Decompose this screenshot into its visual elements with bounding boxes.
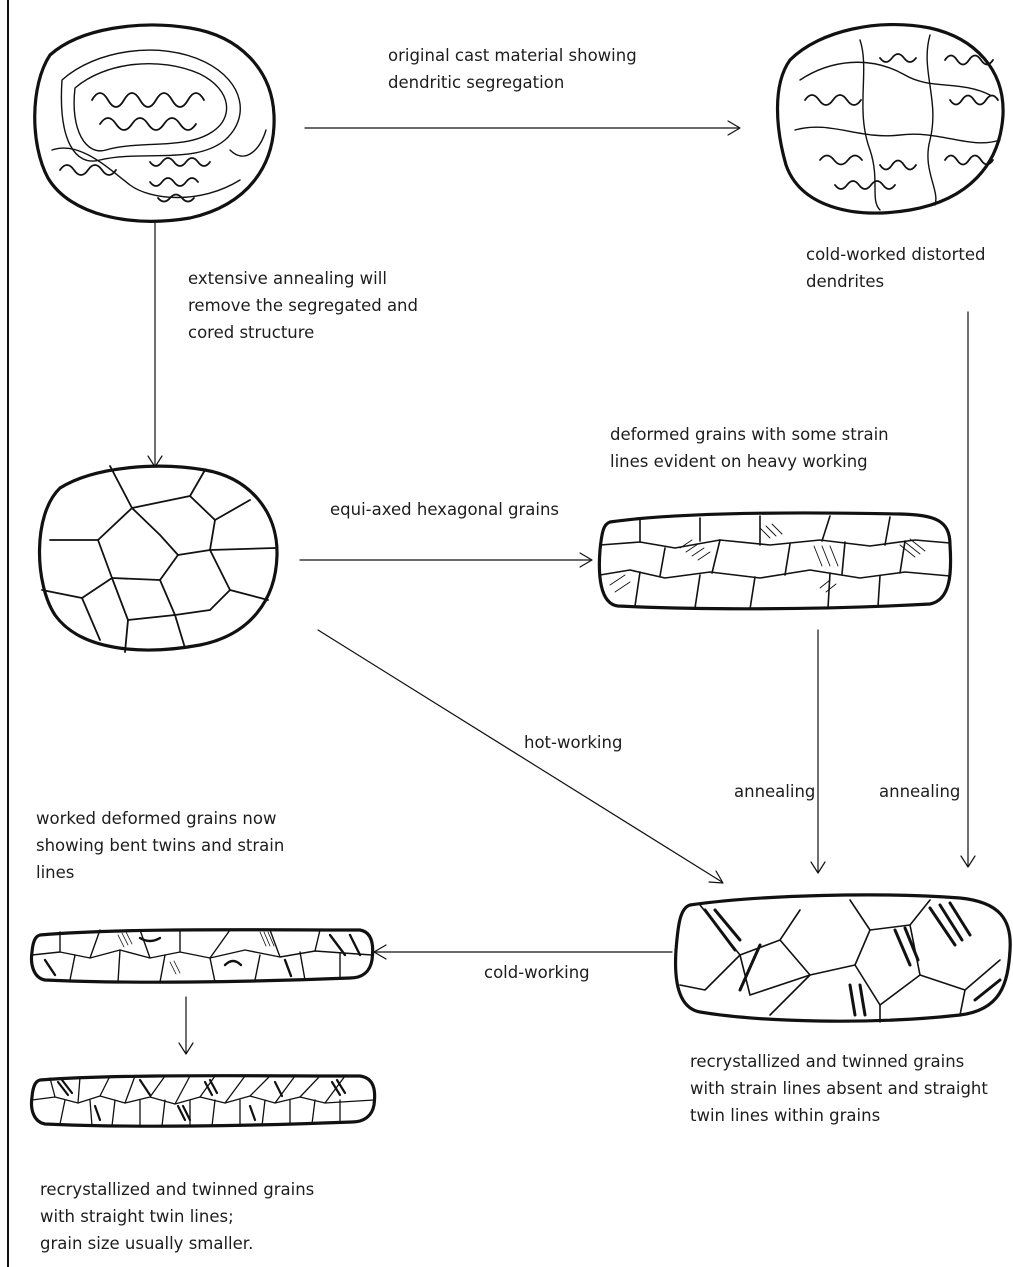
arrow-deformed-to-recryst bbox=[811, 630, 825, 873]
coldworked-caption-line-2: dendrites bbox=[806, 268, 986, 295]
recrystallized-smaller-grains bbox=[32, 1076, 375, 1127]
worked-caption-line-1: worked deformed grains now bbox=[36, 805, 284, 832]
cast-caption-line-1: original cast material showing bbox=[388, 42, 637, 69]
annealing-caption: extensive annealing will remove the segr… bbox=[188, 265, 418, 346]
arrow-hexagonal-to-recryst bbox=[318, 630, 723, 883]
hotworking-caption-text: hot-working bbox=[524, 729, 622, 756]
final-caption-line-1: recrystallized and twinned grains bbox=[40, 1176, 314, 1203]
hexagonal-caption-text: equi-axed hexagonal grains bbox=[330, 496, 559, 523]
arrow-worked-to-final bbox=[179, 997, 193, 1054]
worked-caption-line-2: showing bent twins and strain bbox=[36, 832, 284, 859]
hotworking-caption: hot-working bbox=[524, 729, 622, 756]
coldworked-caption-line-1: cold-worked distorted bbox=[806, 241, 986, 268]
recryst-caption-line-1: recrystallized and twinned grains bbox=[690, 1048, 988, 1075]
annealing-caption-line-3: cored structure bbox=[188, 319, 418, 346]
equiaxed-hexagonal-grains bbox=[39, 466, 277, 652]
recrystallized-twinned-grains bbox=[676, 895, 1011, 1022]
annealing-label-b: annealing bbox=[879, 778, 960, 805]
cast-dendritic-structure bbox=[35, 25, 274, 221]
final-caption-line-2: with straight twin lines; bbox=[40, 1203, 314, 1230]
annealing-caption-line-2: remove the segregated and bbox=[188, 292, 418, 319]
arrow-cast-to-coldworked bbox=[305, 121, 740, 135]
arrow-coldworked-to-recryst bbox=[961, 312, 975, 867]
recryst-caption-line-2: with strain lines absent and straight bbox=[690, 1075, 988, 1102]
cast-caption: original cast material showing dendritic… bbox=[388, 42, 637, 96]
arrow-recryst-to-worked bbox=[374, 945, 672, 959]
worked-deformed-grains bbox=[32, 930, 373, 982]
annealing-caption-line-1: extensive annealing will bbox=[188, 265, 418, 292]
coldworking-caption: cold-working bbox=[484, 959, 590, 986]
cold-worked-dendrites bbox=[778, 25, 1004, 213]
final-caption: recrystallized and twinned grains with s… bbox=[40, 1176, 314, 1257]
worked-caption-line-3: lines bbox=[36, 859, 284, 886]
deformed-caption-line-1: deformed grains with some strain bbox=[610, 421, 889, 448]
deformed-caption-line-2: lines evident on heavy working bbox=[610, 448, 889, 475]
recryst-caption: recrystallized and twinned grains with s… bbox=[690, 1048, 988, 1129]
arrow-cast-to-hexagonal bbox=[148, 222, 162, 467]
hexagonal-caption: equi-axed hexagonal grains bbox=[330, 496, 559, 523]
coldworking-caption-text: cold-working bbox=[484, 959, 590, 986]
cast-caption-line-2: dendritic segregation bbox=[388, 69, 637, 96]
recryst-caption-line-3: twin lines within grains bbox=[690, 1102, 988, 1129]
annealing-label-b-text: annealing bbox=[879, 778, 960, 805]
coldworked-caption: cold-worked distorted dendrites bbox=[806, 241, 986, 295]
worked-caption: worked deformed grains now showing bent … bbox=[36, 805, 284, 886]
final-caption-line-3: grain size usually smaller. bbox=[40, 1230, 314, 1257]
deformed-caption: deformed grains with some strain lines e… bbox=[610, 421, 889, 475]
arrow-hexagonal-to-deformed bbox=[300, 553, 592, 567]
annealing-label-a-text: annealing bbox=[734, 778, 815, 805]
annealing-label-a: annealing bbox=[734, 778, 815, 805]
deformed-grains-strain-lines bbox=[599, 513, 950, 609]
